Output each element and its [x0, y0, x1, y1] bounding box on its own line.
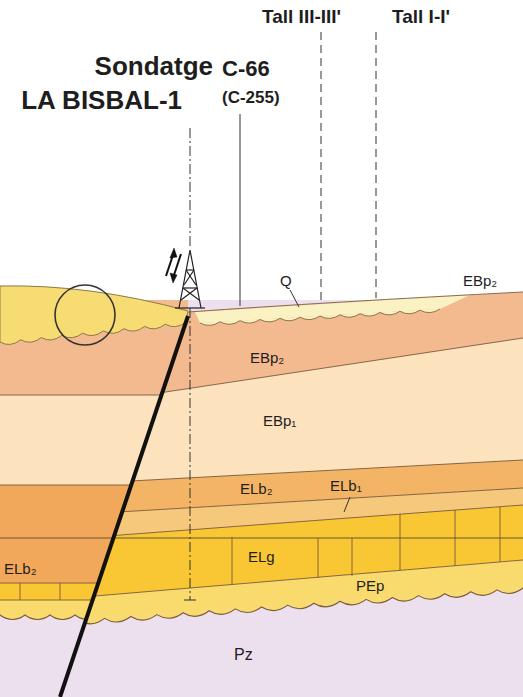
fault-line: [60, 316, 188, 697]
section-label: Tall I-I': [392, 6, 450, 28]
layer-label: EBp₁: [263, 412, 296, 429]
layer-label: ELb₂: [4, 560, 37, 577]
borehole-name: LA BISBAL-1: [21, 86, 182, 116]
fault-symbol: [166, 248, 181, 283]
layer-label: ELg: [248, 548, 275, 565]
right-block: [0, 292, 523, 630]
layer-label: PEp: [356, 577, 384, 594]
layer-label: ELb₁: [330, 477, 362, 494]
section-label: Tall III-III': [262, 6, 341, 28]
left-block: [0, 285, 200, 620]
marker-lines: [184, 32, 376, 600]
road-label: C-66: [222, 56, 270, 81]
layer-label: EBp₂: [250, 349, 284, 366]
layer-label: Q: [280, 272, 292, 289]
layer-label: ELb₂: [240, 480, 273, 497]
road-label: (C-255): [222, 88, 280, 108]
layer-label: Pz: [234, 646, 253, 664]
pz-layer: [0, 300, 523, 697]
borehole-label: Sondatge: [95, 52, 213, 82]
layer-label: EBp₂: [463, 272, 497, 289]
